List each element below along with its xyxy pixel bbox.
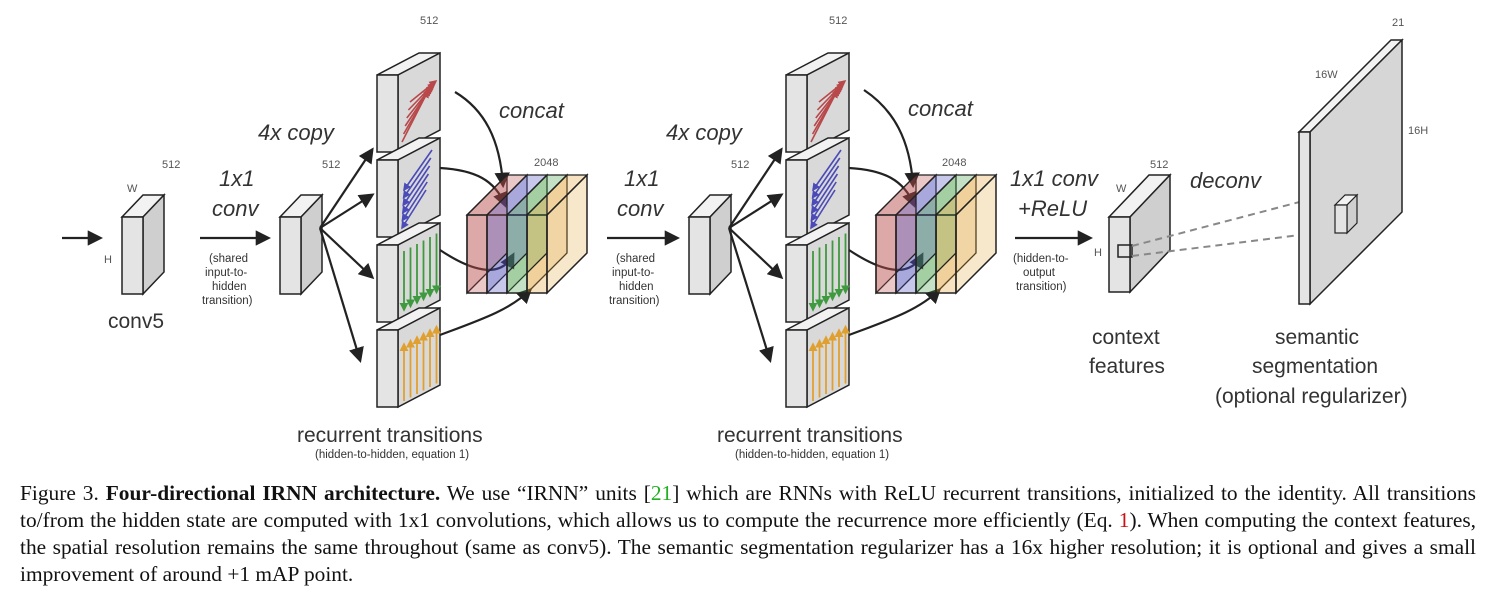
concat-label-b: concat	[908, 96, 974, 121]
seg-label-3: (optional regularizer)	[1215, 385, 1408, 408]
conv5-label: conv5	[108, 310, 164, 333]
concat1-depth-label: 2048	[534, 157, 558, 169]
concat-curves-1	[439, 91, 533, 337]
caption-ref-eq1[interactable]: 1	[1118, 508, 1130, 532]
direction-arrow	[403, 149, 433, 192]
caption-text-1: We use “IRNN” units [	[446, 481, 651, 505]
recurrent-label-b: recurrent transitions	[717, 424, 903, 447]
direction-slab	[785, 306, 850, 409]
seg-height-label: 16H	[1408, 125, 1428, 137]
hidden-block-1	[278, 193, 324, 296]
concat-side-face	[955, 173, 997, 295]
caption-text-3: ). When computing the context features, …	[20, 508, 1477, 586]
hidden2-depth-label: 512	[731, 159, 749, 171]
caption-ref-21[interactable]: 21	[650, 481, 673, 505]
context-label-2: features	[1089, 355, 1165, 378]
caption-prefix: Figure 3.	[20, 481, 99, 505]
recurrent-label-a: recurrent transitions	[297, 424, 483, 447]
direction-arrow	[818, 79, 847, 103]
out-note-2: output	[1023, 267, 1056, 279]
out-note-3: transition)	[1016, 281, 1067, 293]
conv-label-b: conv	[617, 196, 665, 221]
conv1x1-label-b: 1x1	[624, 166, 659, 191]
fanout-arrows-1	[318, 147, 375, 363]
fanout-arrows-2	[727, 147, 784, 363]
direction-arrow	[401, 173, 430, 215]
concat2-depth-label: 2048	[942, 157, 966, 169]
shared-note-b2: input-to-	[612, 267, 654, 279]
out-note-1: (hidden-to-	[1013, 253, 1069, 265]
direction-slab	[785, 51, 850, 154]
caption-title: Four-directional IRNN architecture.	[105, 481, 441, 505]
direction-arrow	[810, 189, 836, 230]
concat-curves-2	[848, 89, 942, 337]
direction-slab	[376, 306, 441, 409]
direction-slab	[376, 51, 441, 154]
seg-label-2: segmentation	[1252, 355, 1378, 378]
conv5-block	[120, 193, 166, 296]
irnn-architecture-diagram: 512 W H conv5 1x1 conv (shared input-to-…	[62, 15, 1428, 461]
shared-note-a4: transition)	[202, 295, 253, 307]
recurrent-stack-1	[376, 51, 441, 409]
conv5-width-label: W	[127, 183, 138, 195]
figure-caption: Figure 3. Four-directional IRNN architec…	[20, 480, 1476, 588]
direction-arrow	[402, 165, 431, 207]
shared-note-a3: hidden	[212, 281, 247, 293]
conv-relu-label-1: 1x1 conv	[1010, 166, 1100, 191]
context-width-label: W	[1116, 183, 1127, 195]
copy4x-label-b: 4x copy	[666, 120, 744, 145]
stack1-depth-label: 512	[420, 15, 438, 27]
shared-note-a1: (shared	[209, 253, 248, 265]
direction-slab	[376, 136, 441, 239]
direction-slab	[376, 221, 441, 324]
conv-relu-label-2: +ReLU	[1018, 196, 1087, 221]
direction-arrow	[401, 181, 428, 222]
direction-arrow	[406, 83, 434, 119]
hidden-block-2	[687, 193, 733, 296]
shared-note-b4: transition)	[609, 295, 660, 307]
recurrent-stack-2	[785, 51, 850, 409]
direction-arrow	[811, 165, 840, 207]
direction-slab	[785, 221, 850, 324]
caption-text-2: ] which are RNNs with ReLU recurrent tra…	[20, 481, 1476, 532]
context-height-label: H	[1094, 247, 1102, 259]
recurrent-sub-b: (hidden-to-hidden, equation 1)	[735, 449, 889, 461]
context-block	[1107, 173, 1172, 294]
direction-slab	[785, 136, 850, 239]
segmentation-block	[1297, 38, 1404, 306]
direction-arrow	[810, 173, 839, 215]
hidden1-depth-label: 512	[322, 159, 340, 171]
conv-label-a: conv	[212, 196, 260, 221]
shared-note-a2: input-to-	[205, 267, 247, 279]
seg-depth-label: 21	[1392, 17, 1404, 29]
direction-arrow	[810, 181, 837, 222]
shared-note-b1: (shared	[616, 253, 655, 265]
concat-side-face	[546, 173, 588, 295]
conv5-height-label: H	[104, 254, 112, 266]
concat-block-1	[465, 173, 589, 295]
conv1x1-label-a: 1x1	[219, 166, 254, 191]
seg-width-label: 16W	[1315, 69, 1338, 81]
context-depth-label: 512	[1150, 159, 1168, 171]
direction-arrow	[409, 79, 438, 103]
copy4x-label-a: 4x copy	[258, 120, 336, 145]
direction-arrow	[402, 157, 432, 199]
stack2-depth-label: 512	[829, 15, 847, 27]
direction-arrow	[811, 157, 841, 199]
deconv-label: deconv	[1190, 168, 1263, 193]
concat-label-a: concat	[499, 98, 565, 123]
concat-block-2	[874, 173, 998, 295]
direction-arrow	[812, 149, 842, 192]
seg-label-1: semantic	[1275, 326, 1359, 349]
direction-arrow	[401, 189, 427, 230]
concat-slice	[465, 173, 529, 295]
concat-slice	[874, 173, 938, 295]
direction-arrow	[815, 83, 843, 119]
conv5-depth-label: 512	[162, 159, 180, 171]
recurrent-sub-a: (hidden-to-hidden, equation 1)	[315, 449, 469, 461]
shared-note-b3: hidden	[619, 281, 654, 293]
context-label-1: context	[1092, 326, 1160, 349]
